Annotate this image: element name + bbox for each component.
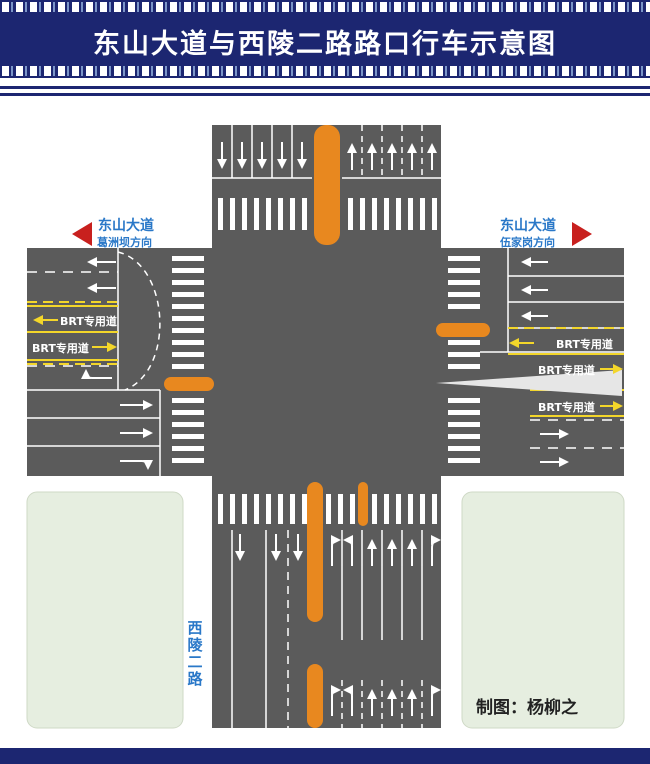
brt-label: BRT专用道 — [32, 342, 89, 355]
direction-arrow-west-icon — [72, 222, 92, 246]
road-direction-west: 葛洲坝方向 — [97, 236, 152, 249]
median-islands — [164, 125, 490, 728]
brt-lane-lines — [27, 301, 624, 417]
arrow-turn-south-leg — [330, 685, 341, 716]
brt-arrows — [33, 315, 623, 411]
crosswalks — [172, 198, 480, 524]
bus-island — [436, 370, 622, 396]
brt-label: BRT专用道 — [60, 315, 117, 328]
arrow-turn-south-leg — [343, 535, 354, 566]
brt-label: BRT专用道 — [538, 364, 595, 377]
crosswalk-north — [218, 198, 437, 230]
road-name-south: 西陵二路 — [187, 619, 203, 688]
road-name-east: 东山大道 — [500, 218, 556, 234]
road-name-west: 东山大道 — [98, 218, 154, 234]
crosswalk-south — [218, 494, 437, 524]
brt-label: BRT专用道 — [538, 401, 595, 414]
arrow-uturn-west-leg — [81, 369, 112, 380]
arrow-turn-west-leg — [120, 459, 153, 470]
crosswalk-west — [172, 256, 204, 463]
page-title: 东山大道与西陵二路路口行车示意图 — [93, 29, 557, 60]
title-banner — [0, 0, 650, 96]
arrow-turn-south-leg — [343, 685, 354, 716]
arrow-turn-south-leg — [430, 535, 441, 566]
green-area-southwest — [26, 491, 184, 729]
lane-arrows — [81, 142, 569, 716]
direction-arrow-east-icon — [572, 222, 592, 246]
brt-label: BRT专用道 — [556, 338, 613, 351]
arrow-turn-south-leg — [430, 685, 441, 716]
crosswalk-east — [448, 256, 480, 463]
arrow-turn-south-leg — [330, 535, 341, 566]
bottom-band — [0, 748, 650, 764]
green-area-southeast — [461, 491, 625, 729]
credit-text: 制图：杨柳之 — [476, 698, 578, 718]
road-direction-east: 伍家岗方向 — [500, 236, 555, 249]
